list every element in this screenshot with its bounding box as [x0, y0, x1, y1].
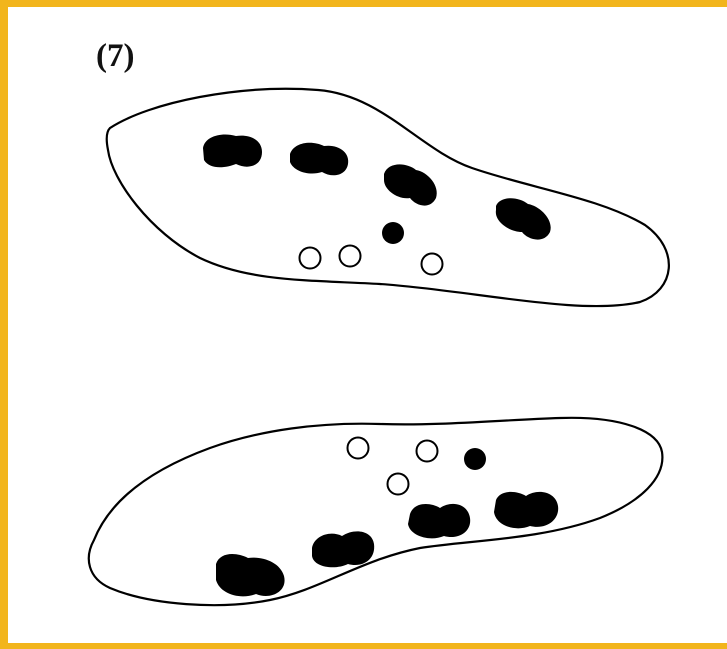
chromosome — [312, 531, 374, 567]
chromosome — [216, 554, 285, 596]
open-circle — [300, 248, 321, 269]
chromosome — [203, 135, 262, 168]
lower-cell-outline — [89, 418, 663, 605]
chromosome — [494, 492, 558, 528]
chromosome — [290, 143, 348, 176]
chromosome — [496, 198, 551, 239]
upper-cell — [107, 89, 669, 306]
open-circle — [388, 474, 409, 495]
open-circle — [348, 438, 369, 459]
upper-cell-outline — [107, 89, 669, 306]
filled-dot — [382, 222, 404, 244]
open-circle — [417, 441, 438, 462]
open-circle — [422, 254, 443, 275]
filled-dot — [464, 448, 486, 470]
chromosome — [384, 164, 437, 205]
chromosome — [408, 504, 470, 538]
lower-cell — [89, 418, 663, 605]
open-circle — [340, 246, 361, 267]
